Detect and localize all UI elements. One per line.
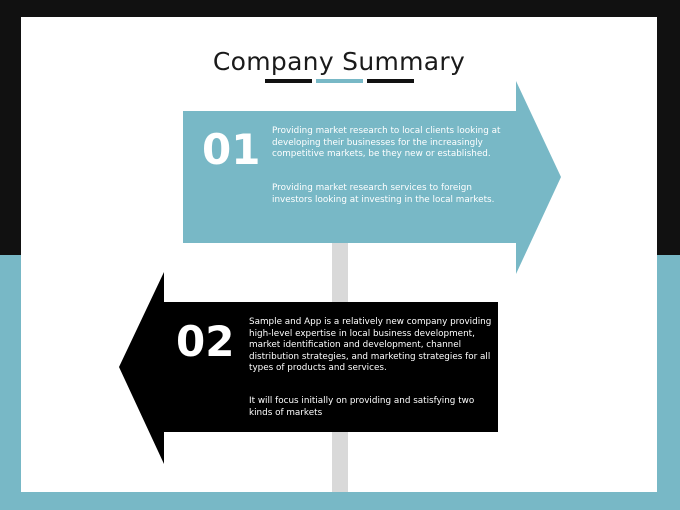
signpost-arrows [119,81,561,464]
slide: Company Summary 01 Providing market rese… [21,17,657,492]
slide-title: Company Summary [212,47,466,76]
title-underline-accent [316,79,363,83]
title-underline-dark-right [367,79,414,83]
left-arrow-sign-02 [119,272,498,464]
sign-02-paragraph-1: Sample and App is a relatively new compa… [249,317,492,374]
sign-02-number: 02 [176,317,235,366]
title-underline-dark-left [265,79,312,83]
sign-01-paragraph-1: Providing market research to local clien… [272,126,501,160]
sign-01-paragraph-2: Providing market research services to fo… [272,183,495,205]
sign-01-number: 01 [202,125,261,174]
sign-02-paragraph-2: It will focus initially on providing and… [249,396,475,418]
right-arrow-sign-01 [183,81,561,274]
